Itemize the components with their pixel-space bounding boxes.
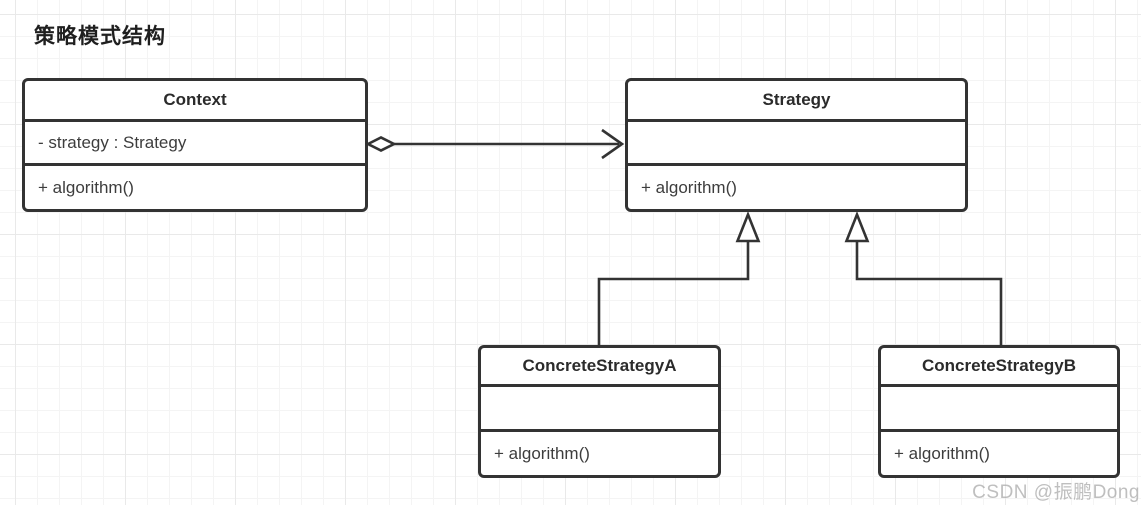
page-title: 策略模式结构 [34, 25, 166, 48]
class-attributes-concrete-strategy-b [881, 387, 1117, 432]
class-attributes-concrete-strategy-a [481, 387, 718, 432]
class-name-concrete-strategy-a: ConcreteStrategyA [481, 348, 718, 387]
method-item: + algorithm() [38, 177, 134, 197]
class-name-concrete-strategy-b: ConcreteStrategyB [881, 348, 1117, 387]
method-item: + algorithm() [494, 443, 590, 463]
hollow-triangle-arrowhead-icon [735, 210, 761, 243]
class-name-strategy: Strategy [628, 81, 965, 122]
class-box-strategy[interactable]: Strategy + algorithm() [625, 78, 968, 212]
class-attributes-strategy [628, 122, 965, 166]
open-arrowhead-icon [601, 128, 625, 160]
class-methods-concrete-strategy-b: + algorithm() [881, 432, 1117, 475]
class-methods-context: + algorithm() [25, 166, 365, 209]
aggregation-diamond-icon [365, 136, 397, 152]
hollow-triangle-arrowhead-icon [844, 210, 870, 243]
class-box-context[interactable]: Context - strategy : Strategy + algorith… [22, 78, 368, 212]
method-item: + algorithm() [641, 177, 737, 197]
class-box-concrete-strategy-b[interactable]: ConcreteStrategyB + algorithm() [878, 345, 1120, 478]
method-item: + algorithm() [894, 443, 990, 463]
aggregation-connector-context-strategy [365, 128, 625, 160]
class-box-concrete-strategy-a[interactable]: ConcreteStrategyA + algorithm() [478, 345, 721, 478]
attribute-item: - strategy : Strategy [38, 132, 187, 152]
class-methods-concrete-strategy-a: + algorithm() [481, 432, 718, 475]
watermark: CSDN @振鹏Dong [972, 482, 1140, 503]
class-name-context: Context [25, 81, 365, 122]
class-methods-strategy: + algorithm() [628, 166, 965, 209]
inheritance-connector-concrete-a-strategy [597, 210, 761, 345]
inheritance-connector-concrete-b-strategy [844, 210, 1003, 345]
class-attributes-context: - strategy : Strategy [25, 122, 365, 166]
